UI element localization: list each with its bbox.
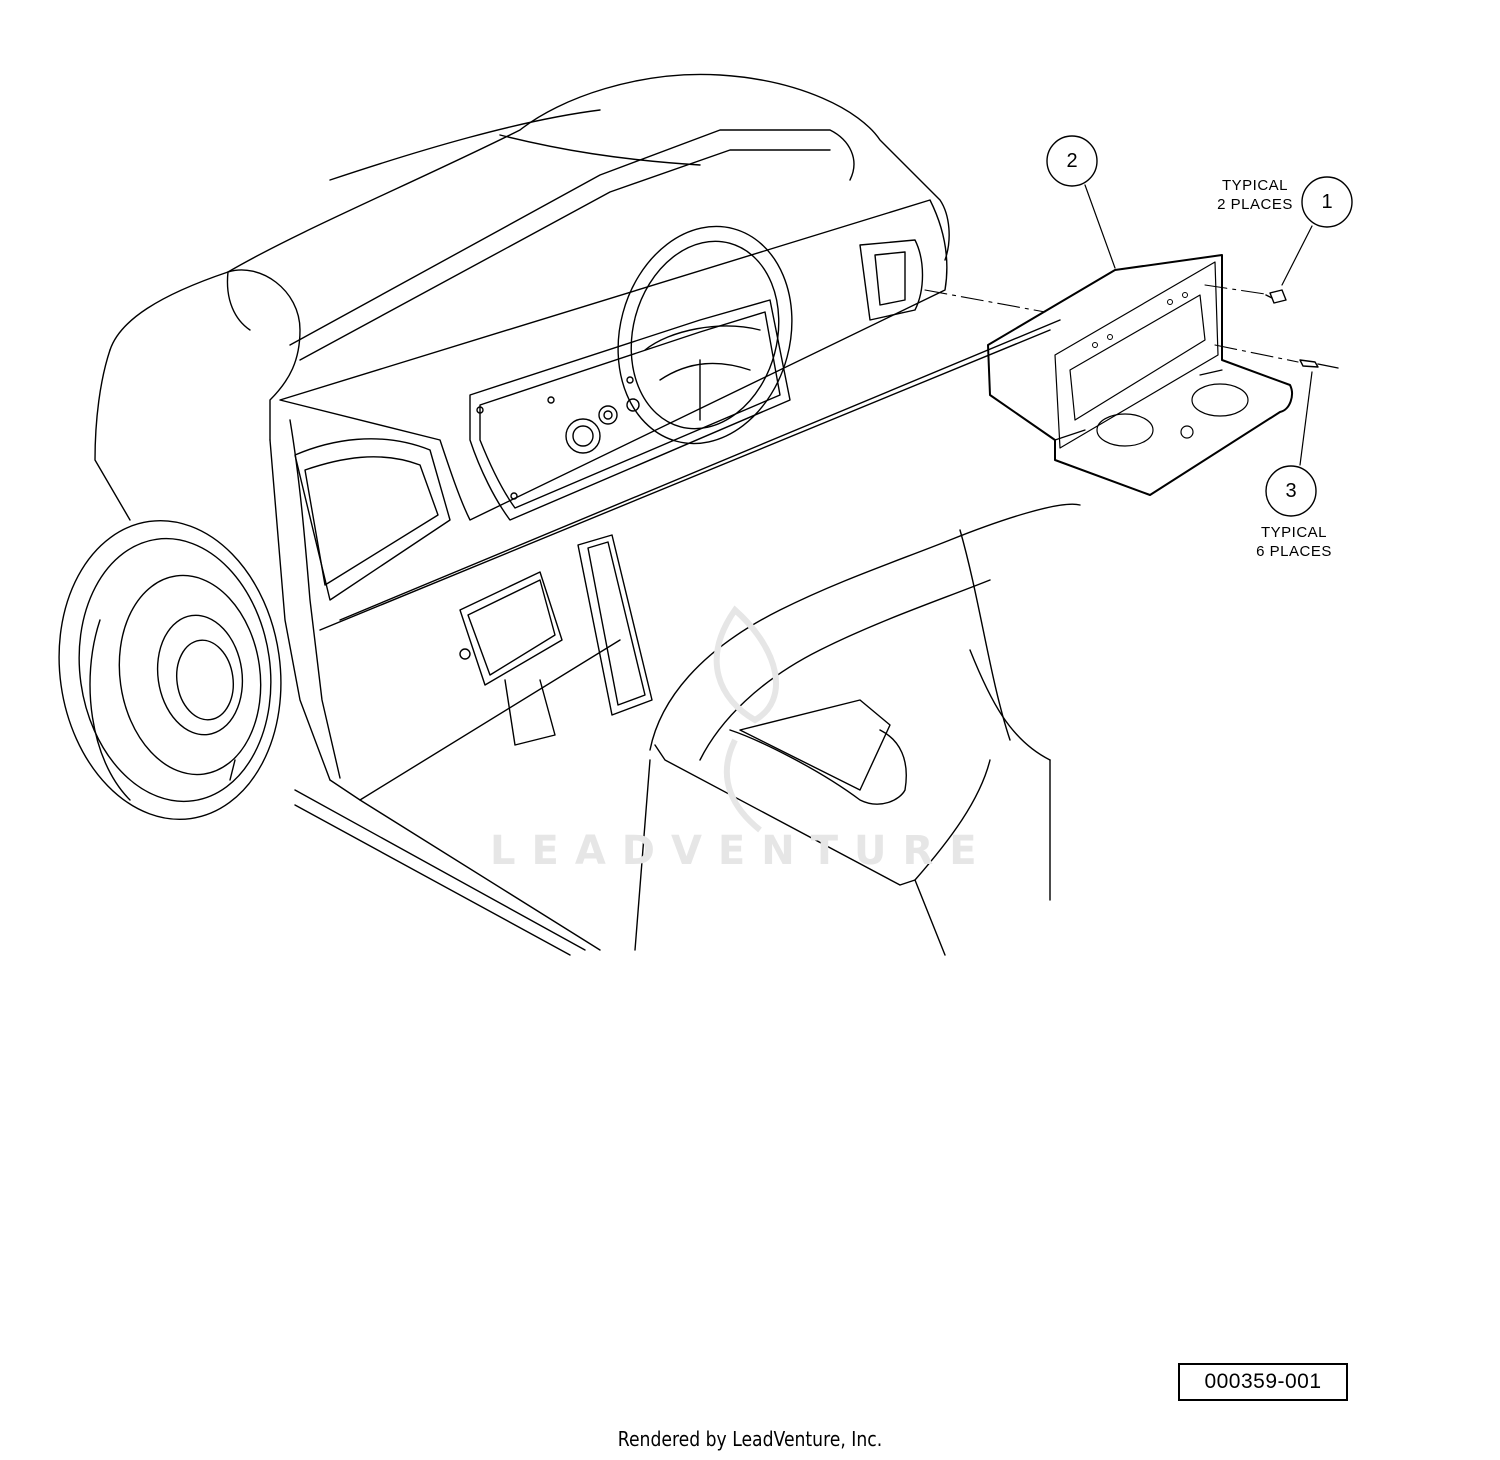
dash-panel: [279, 199, 948, 521]
callout-3-note: TYPICAL 6 PLACES: [1244, 523, 1344, 561]
callout-circle-3: [1265, 465, 1317, 517]
callout-3-note-line1: TYPICAL: [1260, 524, 1328, 541]
assembly-guide-lines: [924, 284, 1299, 363]
callout-3-note-line2: 6 PLACES: [1256, 543, 1332, 560]
front-wheel: [58, 519, 282, 821]
front-body-cowl: [94, 269, 451, 781]
callout-leaders: [1084, 184, 1313, 466]
callout-1-note-line2: 2 PLACES: [1217, 196, 1293, 213]
callout-number-3: 3: [1285, 480, 1297, 502]
pedal-assembly: [459, 534, 653, 746]
callout-number-1: 1: [1321, 191, 1333, 213]
rivet-fastener: [1299, 359, 1339, 369]
cart-roof-outline: [226, 73, 950, 361]
push-fastener: [1265, 289, 1287, 304]
footer-credit: Rendered by LeadVenture, Inc.: [617, 1427, 883, 1451]
callout-circle-2: [1046, 135, 1098, 187]
watermark-text: LEADVENTURE: [490, 828, 993, 874]
watermark-flame-logo: [713, 605, 779, 833]
callout-circle-1: [1301, 176, 1353, 228]
front-seat: [634, 503, 1081, 956]
floor-and-rocker: [294, 319, 1061, 956]
callout-number-2: 2: [1066, 150, 1078, 172]
callout-1-note-line1: TYPICAL: [1221, 177, 1289, 194]
drawing-number: 000359-001: [1178, 1363, 1348, 1401]
callout-1-note: TYPICAL 2 PLACES: [1205, 176, 1305, 214]
dash-console-tray: [987, 254, 1293, 496]
steering-wheel: [617, 225, 793, 445]
